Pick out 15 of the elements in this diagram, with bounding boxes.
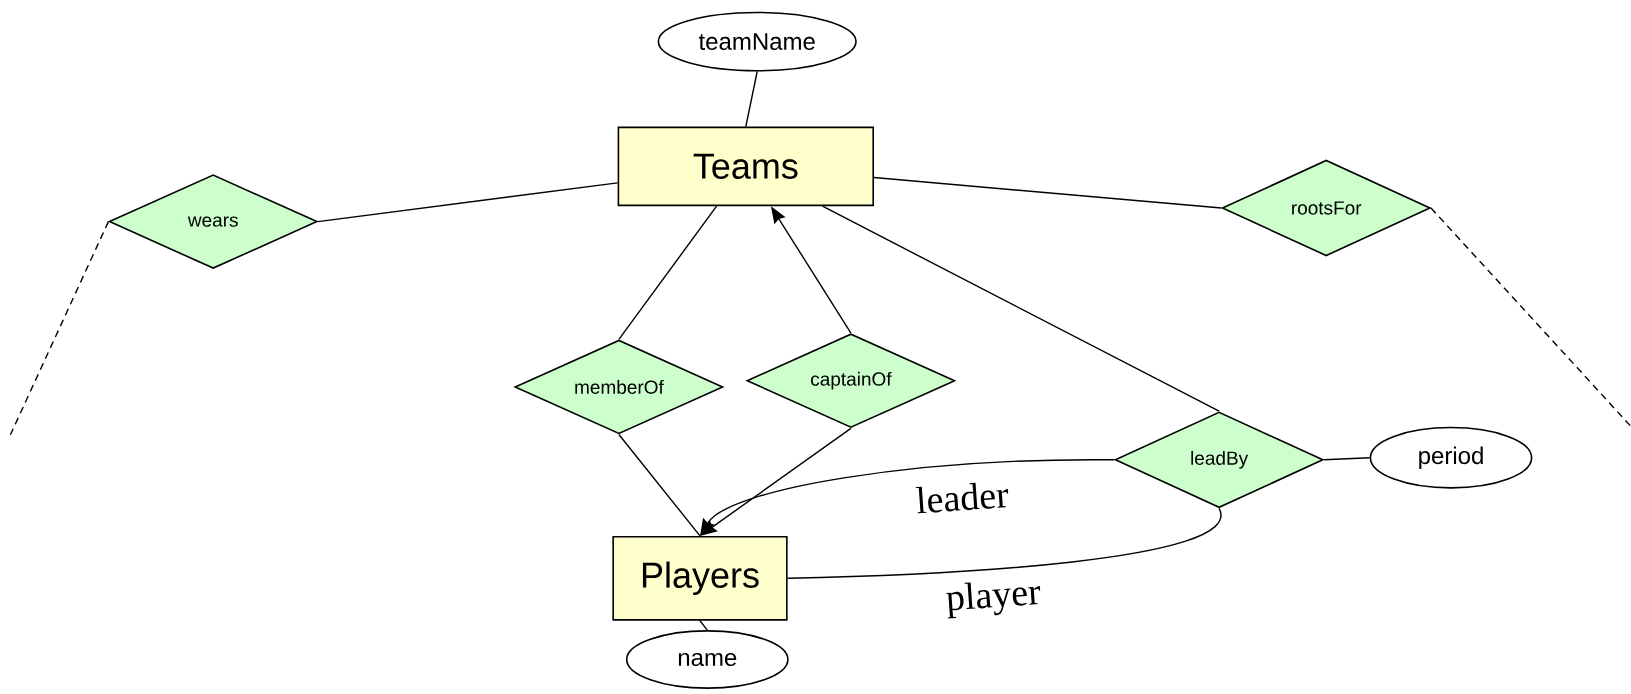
connector (873, 176, 1223, 209)
connector (1430, 207, 1631, 428)
entity-box: Players (612, 535, 788, 621)
connector (618, 205, 718, 340)
connector (821, 205, 1220, 412)
connector (786, 507, 1221, 579)
connector (745, 70, 758, 128)
connector (1323, 457, 1371, 461)
connector (699, 620, 708, 631)
edge-label: player (943, 576, 1044, 620)
entity-box: Teams (617, 126, 874, 207)
connector (317, 182, 619, 223)
edge-label: leader (913, 479, 1011, 515)
connector (618, 433, 701, 537)
connector (9, 220, 110, 436)
